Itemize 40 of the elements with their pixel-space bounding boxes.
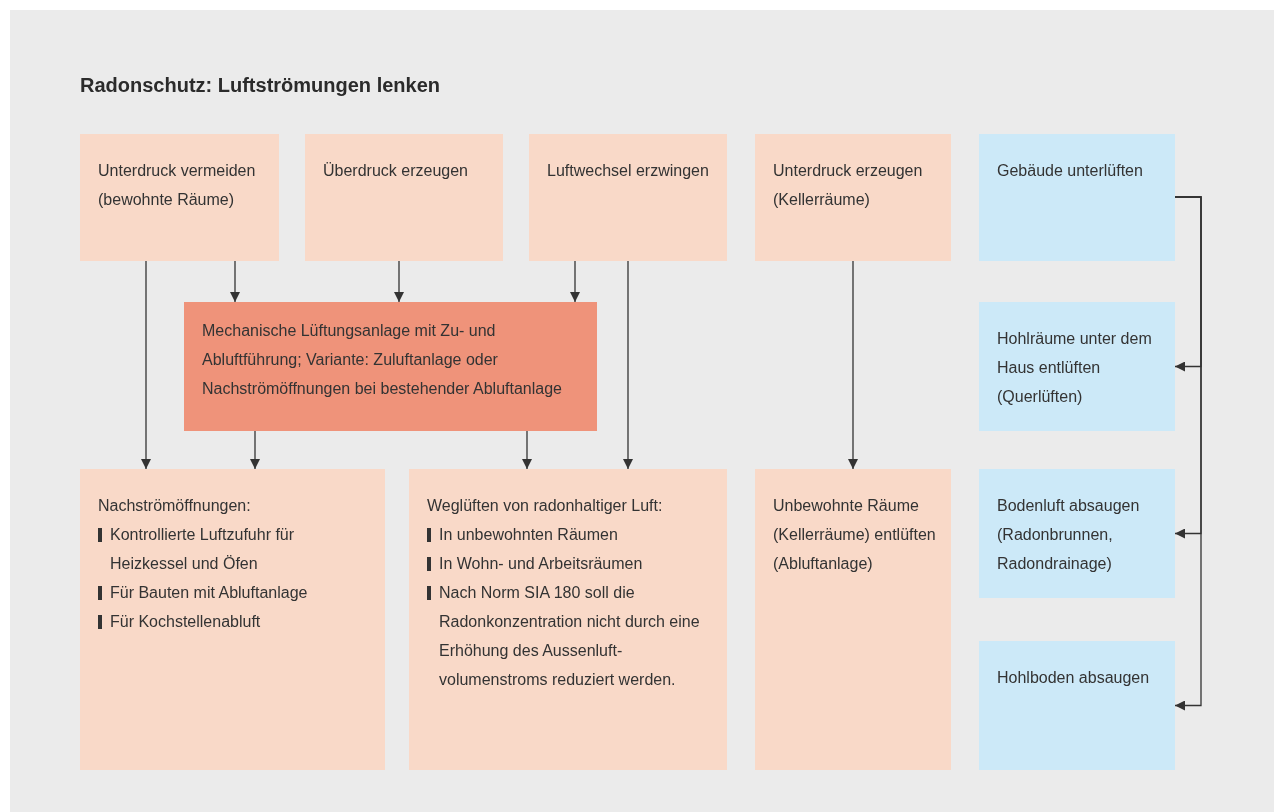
measure-box — [409, 469, 727, 770]
ventilation-box — [979, 302, 1175, 431]
bullet-item: Kontrollierte Luftzufuhr für Heizkessel und Öfen — [98, 520, 371, 578]
ventilation-box — [979, 134, 1175, 261]
box-text: Bodenluft absaugen (Radonbrunnen, Radondrainage) — [997, 496, 1141, 574]
bullet-item: Für Bauten mit Abluftanlage — [98, 578, 371, 607]
arrow — [570, 260, 580, 303]
measure-box — [529, 134, 727, 261]
measure-box — [755, 469, 951, 770]
bullet-item: In Wohn- und Arbeitsräumen — [427, 549, 713, 578]
box-text: Überdruck erzeugen — [323, 161, 469, 181]
measure-box — [80, 134, 279, 261]
box-text: Nachströmöffnungen: — [98, 496, 252, 516]
box-text: Hohlboden absaugen — [997, 668, 1151, 688]
box-text: Unterdruck vermeiden (bewohnte Räume) — [98, 161, 257, 210]
arrow — [230, 260, 240, 303]
bullet-item: In unbewohnten Räumen — [427, 520, 713, 549]
box-text: Gebäude unterlüften — [997, 161, 1144, 181]
box-text: Unterdruck erzeugen (Kellerräume) — [773, 161, 924, 210]
measure-box — [305, 134, 503, 261]
measure-box — [755, 134, 951, 261]
bullet-item: Für Kochstellenabluft — [98, 607, 371, 636]
arrow — [250, 430, 260, 470]
box-text: Hohlräume unter dem Haus entlüften (Querlüften) — [997, 329, 1153, 407]
highlight-box — [184, 302, 597, 431]
box-text: Weglüften von radonhaltiger Luft: — [427, 496, 664, 516]
arrow — [1174, 196, 1202, 711]
arrow — [522, 430, 532, 470]
arrow — [848, 260, 858, 470]
arrow — [394, 260, 404, 303]
box-text: Mechanische Lüftungsanlage mit Zu- und Abluftführung; Variante: Zuluftanlage oder Nachströmöffnungen bei bestehender Abluftanlage — [202, 321, 563, 399]
diagram-title: Radonschutz: Luftströmungen lenken — [80, 74, 440, 97]
ventilation-box — [979, 469, 1175, 598]
measure-box — [80, 469, 385, 770]
box-text: Luftwechsel erzwingen — [547, 161, 710, 181]
arrow — [623, 260, 633, 470]
ventilation-box — [979, 641, 1175, 770]
box-text: Unbewohnte Räume (Kellerräume) entlüften (Abluftanlage) — [773, 496, 937, 574]
arrow — [141, 260, 151, 470]
bullet-item: Nach Norm SIA 180 soll die Radonkonzentration nicht durch eine Erhöhung des Aussenluft-volumenstroms reduziert werden. — [427, 578, 713, 694]
